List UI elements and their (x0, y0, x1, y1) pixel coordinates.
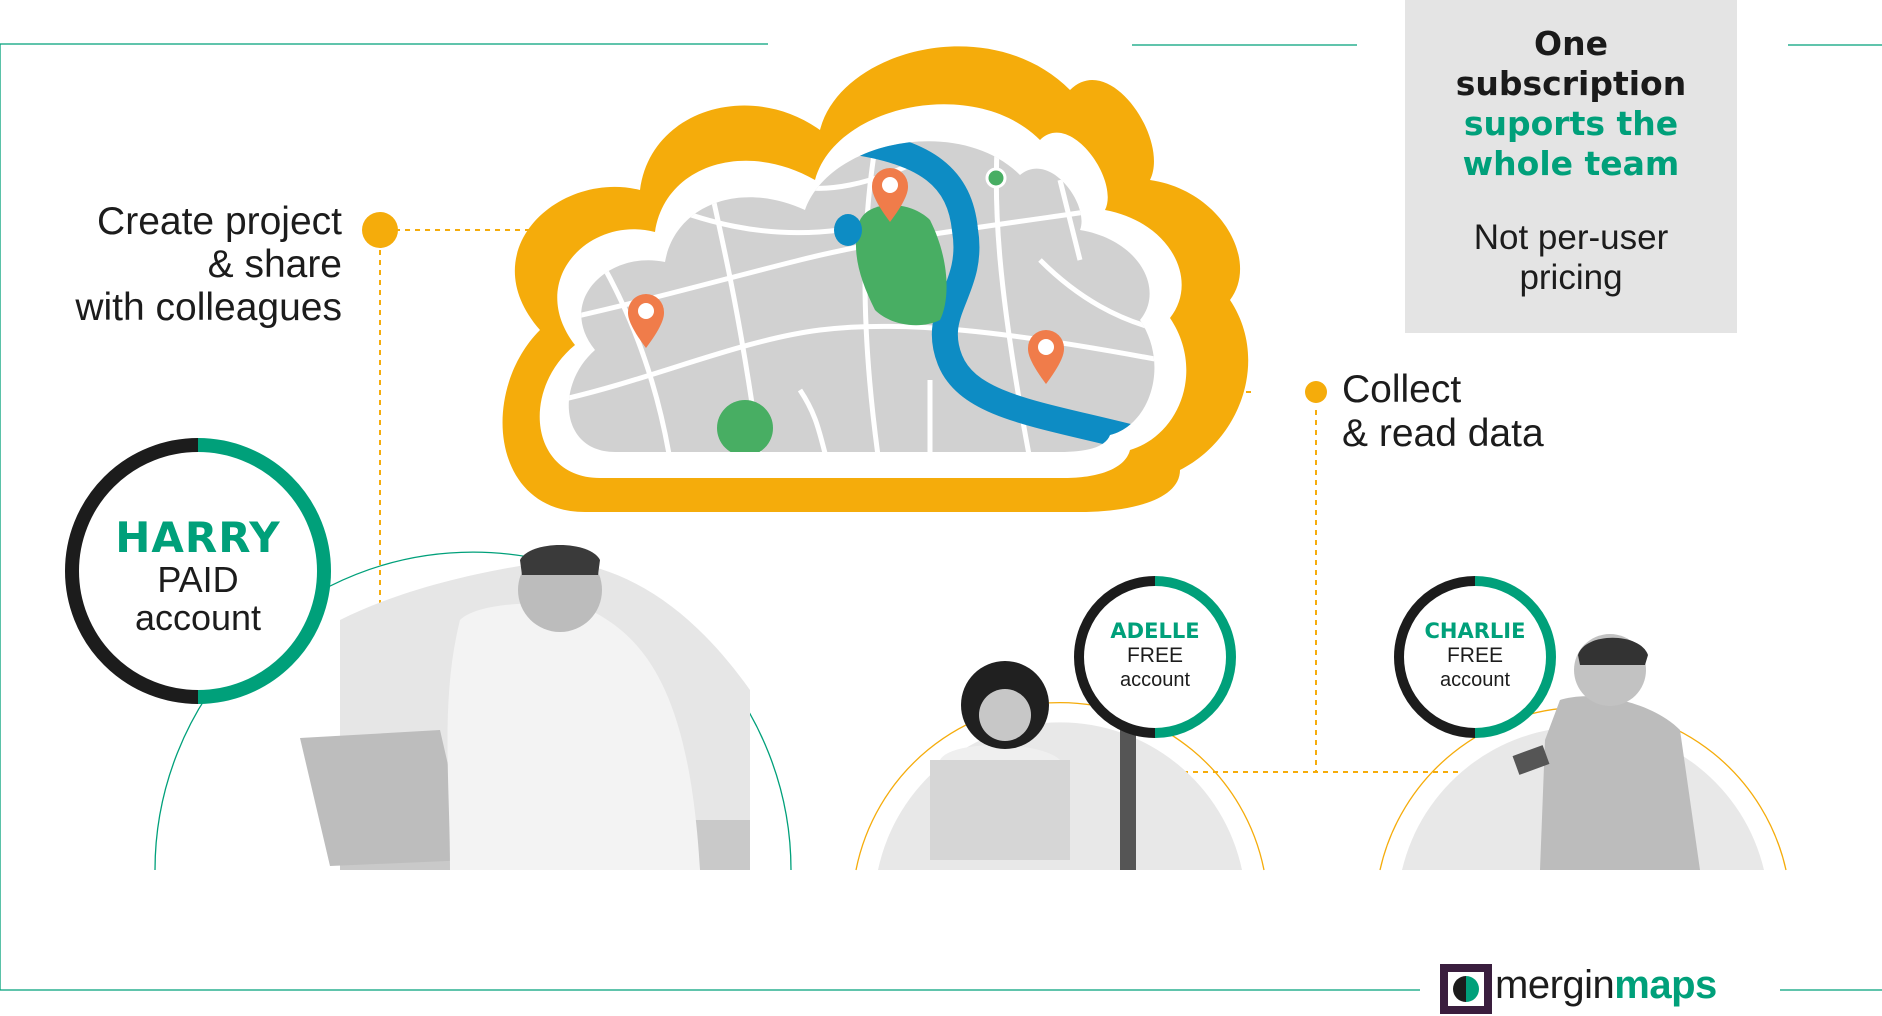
adelle-label: ADELLE FREE account (1085, 618, 1225, 692)
callout-whole-team: whole team (1462, 144, 1680, 183)
collect-data-line-2: & read data (1342, 412, 1544, 455)
callout-not-per-user: Not per-user (1473, 218, 1669, 257)
harry-name: HARRY (115, 513, 281, 562)
map-illustration (568, 141, 1155, 453)
collect-data-label: Collect & read data (1342, 368, 1544, 456)
charlie-type-1: FREE (1446, 644, 1503, 667)
callout-pricing: pricing (1519, 258, 1623, 297)
frame-lines (0, 43, 1882, 991)
mergin-maps-logo-icon (1440, 964, 1492, 1014)
adelle-type-1: FREE (1126, 644, 1183, 667)
create-project-line-2: & share (207, 243, 342, 286)
callout-one: One (1534, 24, 1608, 63)
harry-photo (154, 545, 792, 871)
adelle-type-2: account (1119, 669, 1191, 691)
create-project-line-3: with colleagues (75, 286, 342, 329)
harry-type-1: PAID (157, 559, 239, 600)
map-pin-icon (628, 294, 664, 348)
charlie-type-2: account (1439, 669, 1511, 691)
logo-part-2: maps (1614, 963, 1717, 1007)
harry-label: HARRY PAID account (98, 515, 298, 637)
charlie-photo (1379, 634, 1787, 871)
adelle-ring (1074, 576, 1236, 738)
map-pin-icon (1028, 330, 1064, 384)
harry-ring (65, 438, 331, 704)
charlie-label: CHARLIE FREE account (1405, 618, 1545, 692)
adelle-name: ADELLE (1110, 619, 1200, 643)
charlie-name: CHARLIE (1424, 619, 1526, 643)
logo-part-1: mergin (1495, 963, 1615, 1007)
map-pin-icon (872, 168, 908, 222)
collect-data-line-1: Collect (1342, 368, 1462, 411)
harry-type-2: account (134, 597, 262, 638)
mergin-maps-logo-text: merginmaps (1495, 962, 1717, 1008)
callout-subscription: subscription (1455, 64, 1687, 103)
create-project-label: Create project & share with colleagues (0, 200, 342, 329)
create-project-line-1: Create project (97, 200, 342, 243)
callout-supports: suports the (1463, 104, 1679, 143)
adelle-photo (855, 661, 1265, 871)
charlie-ring (1394, 576, 1556, 738)
subscription-callout: One subscription suports the whole team … (1405, 0, 1737, 333)
